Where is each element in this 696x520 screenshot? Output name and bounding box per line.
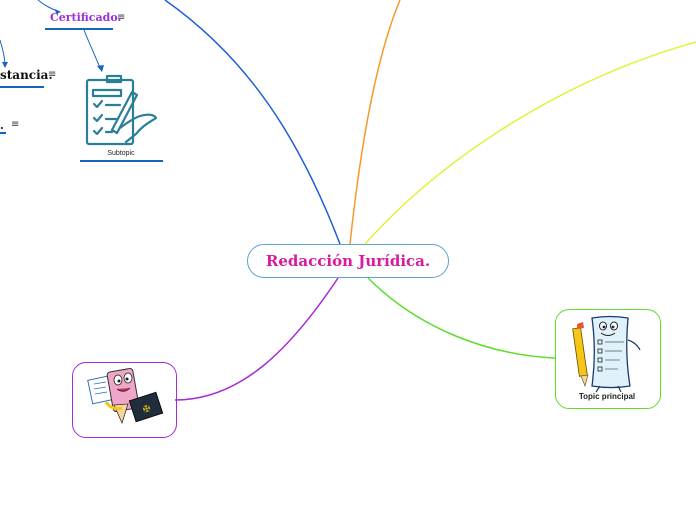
branch-orange bbox=[350, 0, 400, 244]
branch-green bbox=[368, 278, 555, 358]
connector-to-distancia bbox=[0, 40, 5, 66]
arrow-head-subtopic bbox=[97, 65, 104, 72]
node-subtopic-underline bbox=[80, 160, 163, 162]
branch-purple bbox=[175, 278, 338, 400]
node-certificado-menu-icon[interactable]: ≡ bbox=[117, 12, 125, 23]
node-third-menu-icon[interactable]: ≡ bbox=[11, 119, 19, 130]
node-certificado[interactable]: Certificado. bbox=[50, 11, 121, 24]
branch-yellow bbox=[365, 42, 696, 244]
central-topic[interactable]: Redacción Jurídica. bbox=[247, 244, 449, 278]
node-distancia-menu-icon[interactable]: ≡ bbox=[48, 69, 56, 80]
node-third[interactable]: . bbox=[0, 119, 4, 132]
node-subtopic-label[interactable]: Subtopic bbox=[80, 150, 162, 157]
node-third-underline bbox=[0, 132, 6, 134]
checklist-icon bbox=[87, 76, 156, 144]
node-distancia-underline bbox=[0, 86, 44, 88]
node-image-pencil[interactable] bbox=[72, 362, 177, 438]
node-topic-principal-label: Topic principal bbox=[555, 392, 659, 401]
branch-blue bbox=[165, 0, 340, 244]
connector-to-subtopic bbox=[84, 30, 101, 70]
node-distancia[interactable]: stancia. bbox=[0, 68, 53, 82]
central-topic-label: Redacción Jurídica. bbox=[266, 252, 430, 270]
node-certificado-underline bbox=[45, 28, 113, 30]
